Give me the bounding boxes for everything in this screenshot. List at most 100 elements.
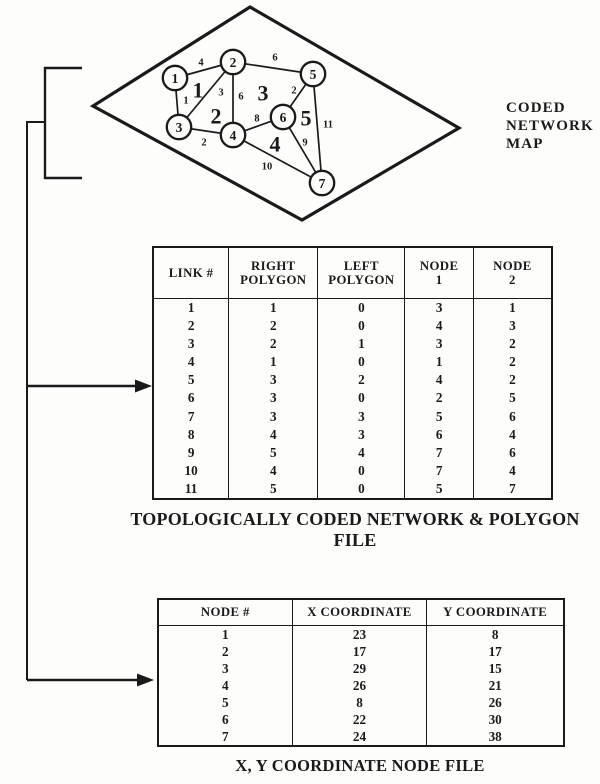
table-cell: 0 xyxy=(318,479,406,498)
link-number-label: 2 xyxy=(201,138,206,149)
table-cell: 1 xyxy=(154,299,230,318)
table-cell: 6 xyxy=(154,389,230,408)
table-cell: 17 xyxy=(293,643,428,660)
table-cell: 7 xyxy=(509,480,516,496)
map-node xyxy=(161,64,189,92)
table-cell: 1 xyxy=(229,299,319,318)
table-cell: 5 xyxy=(405,479,474,498)
link-number-label: 9 xyxy=(302,138,307,149)
table-cell: 3 xyxy=(318,425,406,444)
table-cell: 5 xyxy=(229,443,319,462)
map-boundary-diamond xyxy=(89,5,463,222)
table-cell: 4 xyxy=(154,353,230,372)
table-cell: 0 xyxy=(318,299,406,318)
table-cell: 3 xyxy=(405,299,474,318)
table-cell: 17 xyxy=(488,643,502,659)
column-header: X COORDINATE xyxy=(292,600,428,626)
link-number-label: 2 xyxy=(291,86,296,97)
map-node-number: 2 xyxy=(230,55,237,70)
table-cell: 6 xyxy=(509,444,516,460)
polygon-number-label: 1 xyxy=(193,78,204,103)
table-cell: 3 xyxy=(509,318,516,334)
table2-caption: X, Y COORDINATE NODE FILE xyxy=(235,756,485,775)
map-link xyxy=(232,134,323,184)
table-cell: 2 xyxy=(509,372,516,388)
map-node xyxy=(308,169,336,197)
polygon-number-label: 5 xyxy=(301,106,312,131)
flow-arrow-table2 xyxy=(27,673,154,687)
link-number-label: 11 xyxy=(323,120,333,131)
table-cell: 7 xyxy=(405,461,474,480)
table-cell: 8 xyxy=(154,425,230,444)
map-node-number: 4 xyxy=(230,128,237,143)
map-node xyxy=(219,121,247,149)
table-cell: 3 xyxy=(229,407,319,426)
table-cell: 2 xyxy=(509,354,516,370)
table-cell: 1 xyxy=(318,335,406,354)
link-number-label: 3 xyxy=(218,88,223,99)
table-cell: 2 xyxy=(229,335,319,354)
table-cell: 2 xyxy=(154,317,230,336)
table-cell: 3 xyxy=(229,389,319,408)
table-cell: 0 xyxy=(318,389,406,408)
map-title: CODED NETWORK MAP xyxy=(506,100,594,152)
table-cell: 7 xyxy=(154,407,230,426)
table-cell: 1 xyxy=(159,626,293,643)
map-node-number: 5 xyxy=(310,67,317,82)
map-link xyxy=(178,61,234,128)
map-node-number: 6 xyxy=(280,110,287,125)
table-cell: 5 xyxy=(509,390,516,406)
table-cell: 4 xyxy=(318,443,406,462)
link-number-label: 8 xyxy=(254,114,259,125)
table-cell: 9 xyxy=(154,443,230,462)
map-node-number: 1 xyxy=(172,71,179,86)
column-header: NODE # xyxy=(159,600,293,626)
table-cell: 2 xyxy=(159,643,293,660)
table-cell: 3 xyxy=(405,335,474,354)
table-cell: 4 xyxy=(405,371,474,390)
table-cell: 8 xyxy=(491,626,499,642)
table-cell: 4 xyxy=(229,425,319,444)
table-cell: 15 xyxy=(488,660,502,676)
table-cell: 0 xyxy=(318,317,406,336)
table-cell: 5 xyxy=(229,479,319,498)
table-cell: 10 xyxy=(154,461,230,480)
flow-line xyxy=(26,121,45,680)
link-number-label: 1 xyxy=(183,96,188,107)
table-cell: 2 xyxy=(229,317,319,336)
table-cell: 7 xyxy=(405,443,474,462)
table-cell: 2 xyxy=(509,336,516,352)
table-cell: 6 xyxy=(405,425,474,444)
map-node xyxy=(165,113,193,141)
column-header: NODE 1 xyxy=(405,248,474,299)
table-cell: 30 xyxy=(488,711,502,727)
table-cell: 3 xyxy=(318,407,406,426)
table-cell: 2 xyxy=(318,371,406,390)
column-header: LEFT POLYGON xyxy=(318,248,406,299)
polygon-number-label: 2 xyxy=(211,104,222,129)
table-cell: 6 xyxy=(509,408,516,424)
map-node xyxy=(269,103,297,131)
table-cell: 3 xyxy=(159,660,293,677)
column-header: NODE 2 xyxy=(473,248,551,299)
map-node-number: 7 xyxy=(319,176,326,191)
column-header: LINK # xyxy=(154,248,230,299)
table-cell: 38 xyxy=(488,728,502,744)
map-node xyxy=(219,48,247,76)
table1-caption: TOPOLOGICALLY CODED NETWORK & POLYGON FI… xyxy=(130,509,580,550)
bracket xyxy=(43,66,82,180)
table-cell: 24 xyxy=(293,728,428,745)
table-cell: 21 xyxy=(488,677,502,693)
link-number-label: 6 xyxy=(272,53,277,64)
table-cell: 29 xyxy=(293,660,428,677)
table-cell: 26 xyxy=(293,677,428,694)
table-cell: 4 xyxy=(229,461,319,480)
link-number-label: 4 xyxy=(198,58,204,69)
table-cell: 4 xyxy=(509,462,516,478)
map-node-number: 3 xyxy=(176,120,183,135)
table-cell: 1 xyxy=(229,353,319,372)
table-cell: 1 xyxy=(509,300,516,316)
